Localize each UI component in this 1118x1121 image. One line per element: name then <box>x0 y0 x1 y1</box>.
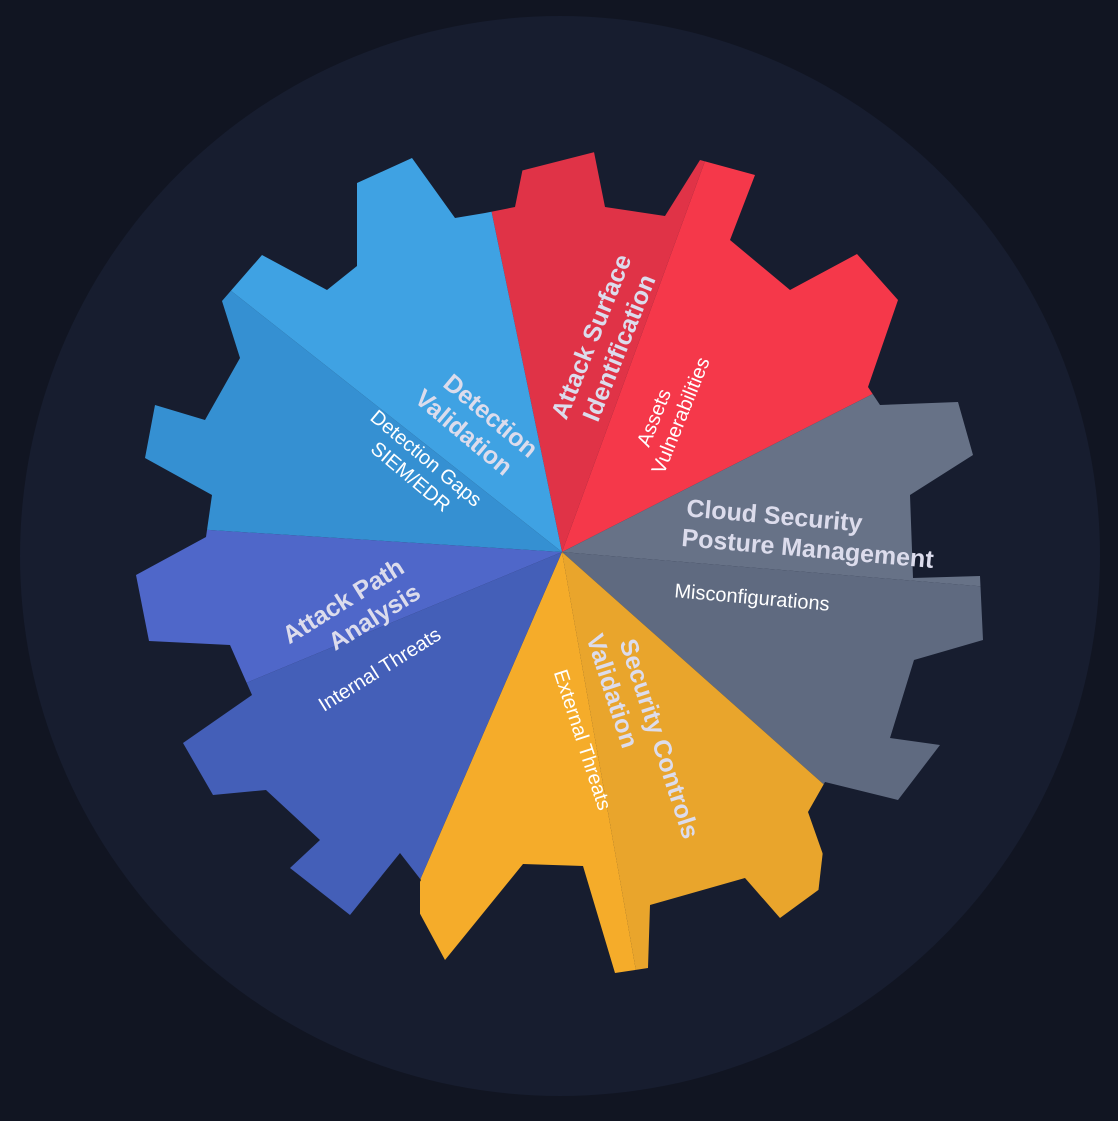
segment-attack-path-bottom <box>136 552 562 973</box>
segment-attack-surface-dark <box>485 132 720 552</box>
